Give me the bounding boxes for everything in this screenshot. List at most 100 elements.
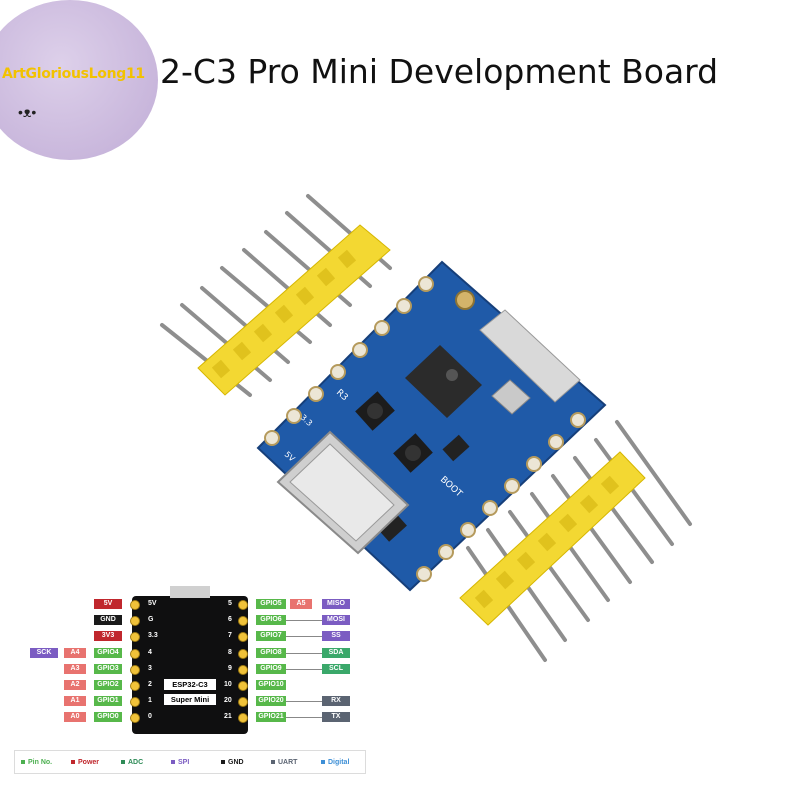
pin-number-right: 6 <box>228 616 232 623</box>
legend-item: ADC <box>115 759 165 766</box>
legend-item: SPI <box>165 759 215 766</box>
adc-label-left: A1 <box>64 696 86 706</box>
pin-pad-right <box>238 649 248 659</box>
pin-number-left: 0 <box>148 713 152 720</box>
pin-label-right: GPIO10 <box>256 680 286 690</box>
connector-line <box>286 717 322 718</box>
pin-label-left: 5V <box>94 599 122 609</box>
adc-label-right: A5 <box>290 599 312 609</box>
pcb: R3 3.3 5V BOOT <box>256 260 607 592</box>
legend-swatch <box>71 760 75 764</box>
function-label-right: RX <box>322 696 350 706</box>
pin-pad-left <box>130 616 140 626</box>
pin-pad-left <box>130 681 140 691</box>
pin-label-left: GND <box>94 615 122 625</box>
pin-pad-right <box>238 713 248 723</box>
connector-line <box>286 669 322 670</box>
pin-pad-left <box>130 713 140 723</box>
pin-number-right: 8 <box>228 649 232 656</box>
pin-label-right: GPIO5 <box>256 599 286 609</box>
connector-line <box>286 653 322 654</box>
legend-label: Power <box>78 758 100 766</box>
watermark-logo <box>0 0 158 160</box>
pin-label-left: GPIO1 <box>94 696 122 706</box>
pin-label-left: 3V3 <box>94 631 122 641</box>
legend-label: Digital <box>328 758 350 766</box>
function-label-right: SS <box>322 631 350 641</box>
legend-swatch <box>271 760 275 764</box>
pin-number-right: 7 <box>228 632 232 639</box>
chip-name-line2: Super Mini <box>164 694 216 705</box>
pin-pad-left <box>130 649 140 659</box>
pin-pad-right <box>238 697 248 707</box>
adc-label-left: A4 <box>64 648 86 658</box>
pin-pad-right <box>238 600 248 610</box>
pin-pad-left <box>130 632 140 642</box>
pin-number-right: 21 <box>224 713 232 720</box>
chip-name-line1: ESP32-C3 <box>164 679 216 690</box>
legend-swatch <box>21 760 25 764</box>
pin-number-left: 5V <box>148 600 157 607</box>
pin-pad-right <box>238 681 248 691</box>
legend-swatch <box>221 760 225 764</box>
adc-label-left: A0 <box>64 712 86 722</box>
pin-label-right: GPIO8 <box>256 648 286 658</box>
function-label-right: MISO <box>322 599 350 609</box>
pin-number-left: G <box>148 616 154 623</box>
pin-pad-left <box>130 697 140 707</box>
function-label-right: MOSI <box>322 615 350 625</box>
pinout-legend: Pin No. Power ADC SPI GND UART Digital <box>14 750 366 774</box>
legend-swatch <box>171 760 175 764</box>
page-title: 2-C3 Pro Mini Development Board <box>160 52 719 91</box>
pin-label-left: GPIO2 <box>94 680 122 690</box>
pin-number-right: 10 <box>224 681 232 688</box>
pin-number-left: 4 <box>148 649 152 656</box>
pin-label-right: GPIO9 <box>256 664 286 674</box>
pin-label-right: GPIO20 <box>256 696 286 706</box>
pin-number-left: 1 <box>148 697 152 704</box>
pin-pad-right <box>238 632 248 642</box>
legend-label: GND <box>228 758 244 766</box>
connector-line <box>286 620 322 621</box>
pin-pad-left <box>130 600 140 610</box>
pin-number-right: 5 <box>228 600 232 607</box>
pin-label-left: GPIO3 <box>94 664 122 674</box>
pin-number-right: 20 <box>224 697 232 704</box>
pin-label-left: GPIO4 <box>94 648 122 658</box>
pin-label-right: GPIO7 <box>256 631 286 641</box>
adc-label-left: A2 <box>64 680 86 690</box>
pinout-board <box>132 586 248 734</box>
pin-pad-right <box>238 665 248 675</box>
legend-label: Pin No. <box>28 758 53 766</box>
connector-line <box>286 701 322 702</box>
function-label-right: SDA <box>322 648 350 658</box>
watermark-face-icon: •ᴥ• <box>18 104 37 120</box>
spi-label-left: SCK <box>30 648 58 658</box>
upper-pin-header <box>160 194 392 397</box>
pin-number-right: 9 <box>228 665 232 672</box>
watermark-text: ArtGloriousLong11 <box>2 66 145 82</box>
legend-label: UART <box>278 758 298 766</box>
legend-swatch <box>121 760 125 764</box>
legend-swatch <box>321 760 325 764</box>
pin-number-left: 3 <box>148 665 152 672</box>
legend-label: ADC <box>128 758 144 766</box>
legend-item: Digital <box>315 759 365 766</box>
pin-pad-left <box>130 665 140 675</box>
pin-label-right: GPIO6 <box>256 615 286 625</box>
pin-label-right: GPIO21 <box>256 712 286 722</box>
connector-line <box>286 636 322 637</box>
pin-number-left: 2 <box>148 681 152 688</box>
legend-item: Pin No. <box>15 759 65 766</box>
legend-item: Power <box>65 759 115 766</box>
pin-label-left: GPIO0 <box>94 712 122 722</box>
pin-pad-right <box>238 616 248 626</box>
legend-item: GND <box>215 759 265 766</box>
function-label-right: TX <box>322 712 350 722</box>
legend-label: SPI <box>178 758 190 766</box>
legend-item: UART <box>265 759 315 766</box>
pin-number-left: 3.3 <box>148 632 158 639</box>
